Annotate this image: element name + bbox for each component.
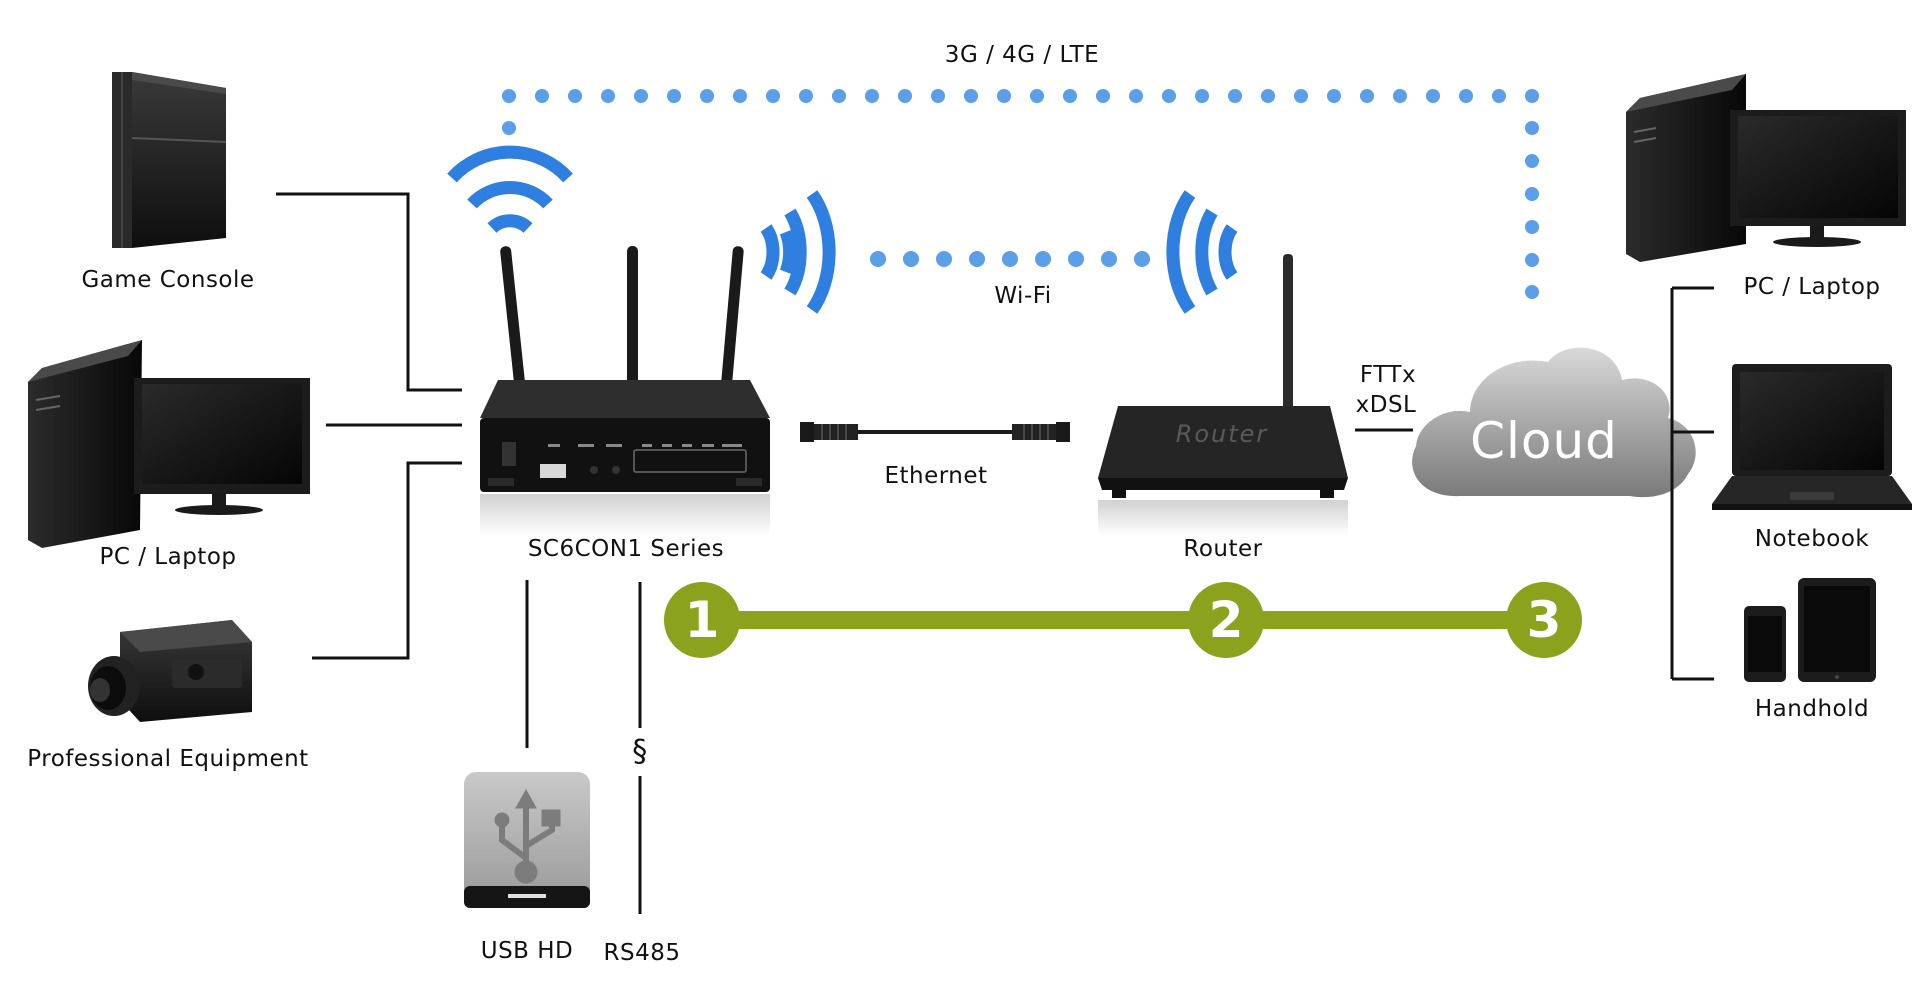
device-wifi-up-icon — [447, 145, 573, 233]
ethernet-cable-icon — [800, 422, 1070, 442]
cloud-icon — [1412, 347, 1696, 498]
usb-rs485-connectors — [525, 580, 642, 914]
right-device-handhold-label: Handhold — [1754, 696, 1870, 722]
step-3-circle — [1506, 582, 1582, 658]
device-main-label: SC6CON1 Series — [527, 536, 725, 562]
wifi-dotted-line — [870, 251, 1150, 267]
right-device-pc-label: PC / Laptop — [1743, 274, 1881, 300]
step-2-circle — [1188, 582, 1264, 658]
step-1-number: 1 — [684, 591, 720, 649]
left-pc-icon — [28, 340, 310, 548]
usb-hd-label: USB HD — [480, 938, 574, 964]
cloud-label: Cloud — [1470, 412, 1618, 470]
right-pc-icon — [1626, 74, 1906, 262]
step-1-circle — [664, 582, 740, 658]
professional-camera-icon — [88, 620, 252, 722]
sc6con1-device-icon — [480, 246, 770, 536]
left-device-game-console-label: Game Console — [81, 267, 255, 293]
right-device-notebook-label: Notebook — [1754, 526, 1870, 552]
ethernet-label: Ethernet — [884, 463, 988, 489]
cellular-dotted-line — [502, 89, 1539, 299]
router-caption: Router — [1183, 536, 1263, 562]
left-connectors — [276, 192, 462, 660]
device-wifi-right-icon — [760, 190, 836, 314]
game-console-icon — [112, 72, 227, 248]
usb-hd-icon — [464, 772, 590, 908]
serial-symbol: § — [632, 734, 648, 769]
router-brand-text: Router — [1175, 420, 1269, 448]
step-2-number: 2 — [1208, 591, 1244, 649]
router-icon — [1098, 254, 1348, 536]
cellular-label: 3G / 4G / LTE — [944, 42, 1100, 68]
right-bracket — [1670, 286, 1714, 681]
step-3-number: 3 — [1526, 591, 1562, 649]
rs485-label: RS485 — [603, 940, 681, 966]
fttx-label: FTTx — [1359, 362, 1417, 388]
steps-track — [664, 582, 1582, 658]
router-wifi-icon — [1166, 190, 1238, 314]
notebook-icon — [1712, 364, 1912, 510]
wifi-label: Wi-Fi — [994, 283, 1052, 309]
left-device-pc-label: PC / Laptop — [99, 544, 237, 570]
handhold-devices-icon — [1744, 578, 1876, 682]
left-device-professional-label: Professional Equipment — [27, 746, 309, 772]
xdsl-label: xDSL — [1355, 392, 1417, 418]
